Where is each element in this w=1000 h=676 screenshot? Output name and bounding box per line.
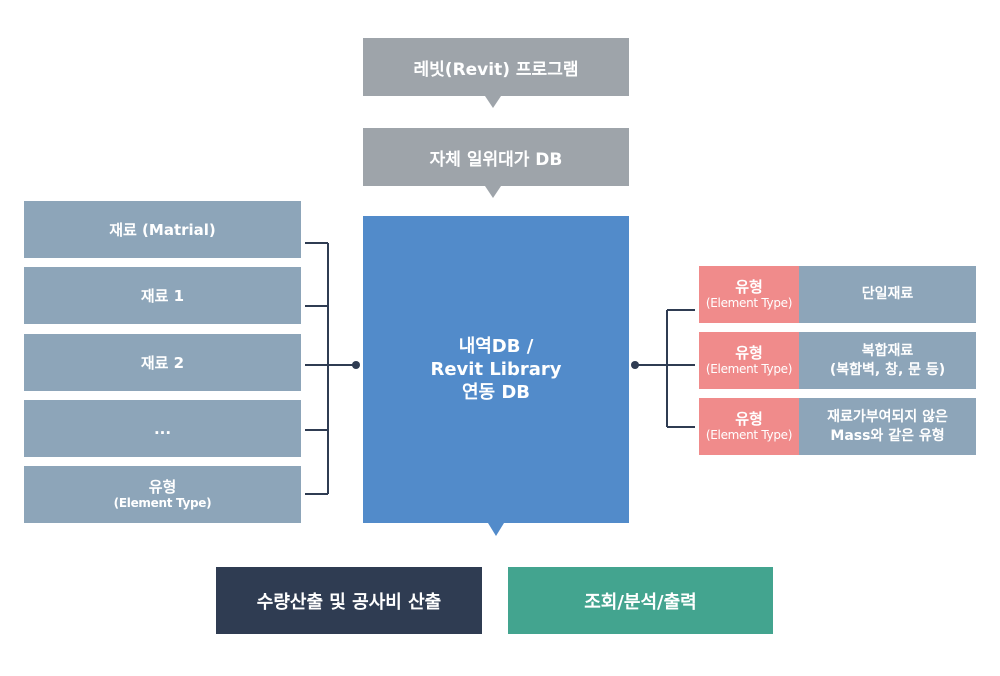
revit-program-box: 레빗(Revit) 프로그램 xyxy=(363,38,629,96)
linked-db-box: 내역DB / Revit Library 연동 DB xyxy=(363,216,629,523)
type-label: 유형 xyxy=(735,344,763,362)
right-desc-mass-type: 재료가부여되지 않은 Mass와 같은 유형 xyxy=(799,398,976,455)
left-item-label: 유형 xyxy=(148,478,177,496)
right-desc-composite-material: 복합재료 (복합벽, 창, 문 등) xyxy=(799,332,976,389)
arrow-down-1 xyxy=(485,96,501,108)
query-analysis-output-label: 조회/분석/출력 xyxy=(584,591,697,613)
quantity-cost-label: 수량산출 및 공사비 산출 xyxy=(256,591,442,613)
unit-cost-db-label: 자체 일위대가 DB xyxy=(429,149,563,170)
right-bracket xyxy=(635,309,695,428)
query-analysis-output-box: 조회/분석/출력 xyxy=(508,567,773,634)
right-type-badge-2: 유형 (Element Type) xyxy=(699,332,799,389)
left-bracket xyxy=(305,242,356,495)
desc-line2: Mass와 같은 유형 xyxy=(830,427,945,444)
type-label: 유형 xyxy=(735,278,763,296)
left-item-ellipsis: ... xyxy=(24,400,301,457)
linked-db-line3: 연동 DB xyxy=(461,382,531,403)
right-desc-single-material: 단일재료 xyxy=(799,266,976,323)
revit-program-label: 레빗(Revit) 프로그램 xyxy=(413,59,579,80)
left-item-label: 재료 2 xyxy=(140,354,185,372)
left-item-element-type: 유형 (Element Type) xyxy=(24,466,301,523)
left-item-label: 재료 (Matrial) xyxy=(109,221,216,239)
left-item-material-1: 재료 1 xyxy=(24,267,301,324)
linked-db-line2: Revit Library xyxy=(430,359,562,380)
type-sub: (Element Type) xyxy=(705,428,793,442)
linked-db-line1: 내역DB / xyxy=(458,336,534,357)
unit-cost-db-box: 자체 일위대가 DB xyxy=(363,128,629,186)
arrow-down-2 xyxy=(485,186,501,198)
right-type-badge-1: 유형 (Element Type) xyxy=(699,266,799,323)
desc-line1: 재료가부여되지 않은 xyxy=(827,408,948,425)
desc-line1: 복합재료 xyxy=(861,342,914,359)
left-connector-dot xyxy=(352,361,360,369)
left-item-label: ... xyxy=(153,419,172,438)
arrow-down-3 xyxy=(488,523,504,536)
right-connector-dot xyxy=(631,361,639,369)
type-label: 유형 xyxy=(735,410,763,428)
right-type-badge-3: 유형 (Element Type) xyxy=(699,398,799,455)
left-item-material-2: 재료 2 xyxy=(24,334,301,391)
type-sub: (Element Type) xyxy=(705,362,793,376)
left-item-label: 재료 1 xyxy=(140,287,185,305)
desc-line1: 단일재료 xyxy=(861,286,914,302)
left-item-material: 재료 (Matrial) xyxy=(24,201,301,258)
desc-line2: (복합벽, 창, 문 등) xyxy=(829,361,946,378)
left-item-sub: (Element Type) xyxy=(113,496,212,510)
quantity-cost-box: 수량산출 및 공사비 산출 xyxy=(216,567,482,634)
type-sub: (Element Type) xyxy=(705,296,793,310)
